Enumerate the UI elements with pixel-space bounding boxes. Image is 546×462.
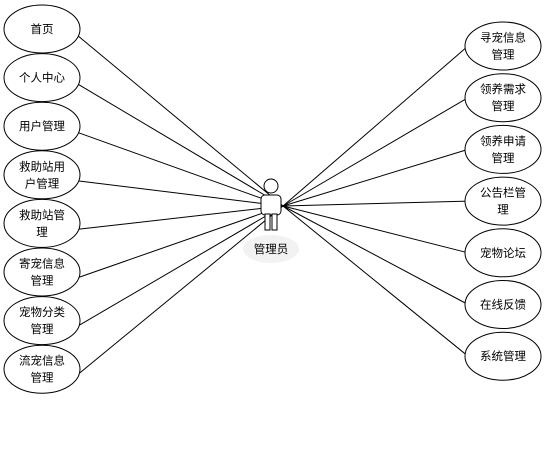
use-case-ellipse [3,247,81,297]
use-case-label: 系统管理 [480,349,526,363]
use-case-ellipse [3,4,81,54]
actor-label-shadow [243,235,299,263]
use-case-label: 个人中心 [19,71,65,85]
use-case-right-5: 在线反馈 [464,280,542,329]
association-line-right-2 [282,148,469,207]
association-line-left-7 [76,205,284,376]
use-case-label: 领养申请 [480,134,526,148]
actor-right-leg [271,213,278,231]
association-line-right-6 [282,205,469,357]
use-case-left-0: 首页 [3,4,81,54]
use-case-label: 管理 [492,99,515,113]
use-case-label: 理 [36,225,48,239]
use-case-ellipse [3,296,81,346]
association-line-left-1 [76,83,284,207]
association-line-left-4 [76,205,284,230]
use-case-ellipse [3,198,81,248]
association-line-right-3 [282,200,469,207]
use-case-label: 管理 [31,322,54,336]
use-case-label: 户管理 [25,176,60,190]
use-case-label: 流宠信息 [19,354,65,368]
use-case-ellipse [3,101,81,151]
actor-label: 管理员 [254,242,289,256]
use-case-left-2: 用户管理 [3,101,81,151]
use-case-label: 用户管理 [19,119,65,133]
association-line-left-0 [76,34,284,207]
use-case-label: 救助站管 [19,208,65,222]
use-case-ellipse [464,21,542,71]
association-line-left-2 [76,131,284,207]
use-case-right-6: 系统管理 [464,331,542,381]
use-case-ellipse [464,280,542,329]
association-line-right-1 [282,97,469,207]
use-case-label: 理 [497,203,509,217]
use-case-ellipse [3,53,81,103]
use-case-label: 公告栏管 [480,186,526,200]
association-lines [76,34,469,376]
association-line-left-5 [76,205,284,279]
use-case-label: 寻宠信息 [480,31,526,45]
use-case-ellipse [3,344,81,394]
actor-head [263,178,279,194]
use-case-ellipse [464,331,542,381]
use-case-label: 管理 [31,274,54,288]
association-line-left-6 [76,205,284,328]
use-case-label: 首页 [31,22,54,36]
use-case-label: 管理 [492,151,515,165]
actor-admin: 管理员 [243,178,299,263]
association-line-right-4 [282,205,469,254]
use-case-label: 管理 [492,48,515,62]
use-case-ellipse [3,150,81,200]
association-line-right-0 [282,45,469,207]
use-case-left-1: 个人中心 [3,53,81,103]
use-case-ellipse [464,124,542,174]
use-case-ellipse [464,73,542,123]
use-case-label: 救助站用 [19,159,65,173]
use-case-label: 宠物分类 [19,305,65,319]
association-line-left-3 [76,180,284,207]
use-case-label: 领养需求 [480,82,526,96]
use-case-label: 在线反馈 [480,298,526,312]
actor-left-leg [264,213,271,231]
use-case-ellipse [464,228,542,278]
association-line-right-5 [282,205,469,305]
use-case-label: 宠物论坛 [480,246,526,260]
use-case-label: 寄宠信息 [19,257,65,271]
actor-body [260,194,282,216]
use-case-label: 管理 [31,371,54,385]
use-case-ellipse [464,176,542,226]
use-case-right-4: 宠物论坛 [464,228,542,278]
